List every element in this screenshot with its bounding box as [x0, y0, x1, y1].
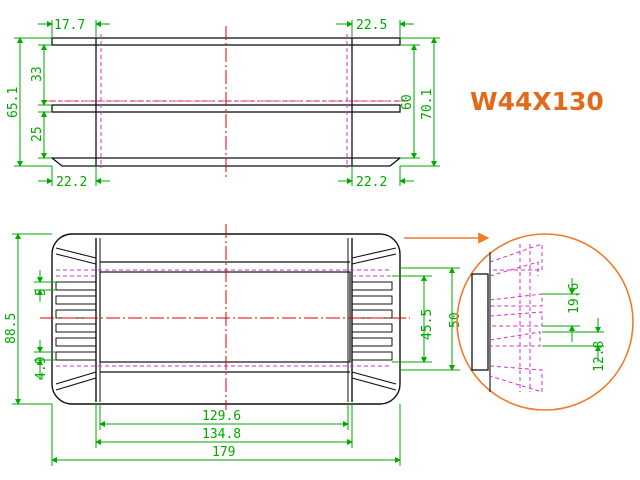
front-core-window [99, 271, 351, 363]
dim-front-left-overall: 88.5 [4, 313, 19, 344]
dim-left-lower: 25 [30, 126, 45, 142]
dim-top-left: 17.7 [54, 18, 85, 33]
detail-circle [456, 233, 634, 411]
dim-right-inner: 60 [400, 94, 415, 110]
dim-detail-upper: 19.6 [567, 283, 582, 314]
dim-front-right-outer: 50 [448, 312, 463, 328]
front-view: 88.5 5 4.9 45.5 50 129.6 134.8 179 [4, 224, 463, 466]
dim-top-right: 22.5 [356, 18, 387, 33]
dim-front-bottom-1: 129.6 [202, 409, 241, 424]
dim-front-bottom-3: 179 [212, 445, 235, 460]
dim-left-overall: 65.1 [6, 87, 21, 118]
front-pins-right [351, 281, 393, 361]
dim-bottom-right: 22.2 [356, 175, 387, 190]
dim-front-pin: 5 [34, 288, 49, 296]
model-title: W44X130 [470, 87, 604, 116]
dim-detail-lower: 12.8 [592, 341, 607, 372]
dim-left-upper: 33 [30, 66, 45, 82]
detail-view: 19.6 12.8 [404, 232, 634, 411]
front-pins-left [55, 281, 97, 361]
dim-bottom-left: 22.2 [56, 175, 87, 190]
top-view: 17.7 22.5 22.2 22.2 65.1 33 25 60 70.1 [6, 18, 440, 190]
dim-right-overall: 70.1 [420, 89, 435, 120]
dim-front-small: 4.9 [34, 357, 49, 380]
dim-front-bottom-2: 134.8 [202, 427, 241, 442]
top-flange-lower [50, 157, 402, 167]
dim-front-right-inner: 45.5 [420, 309, 435, 340]
